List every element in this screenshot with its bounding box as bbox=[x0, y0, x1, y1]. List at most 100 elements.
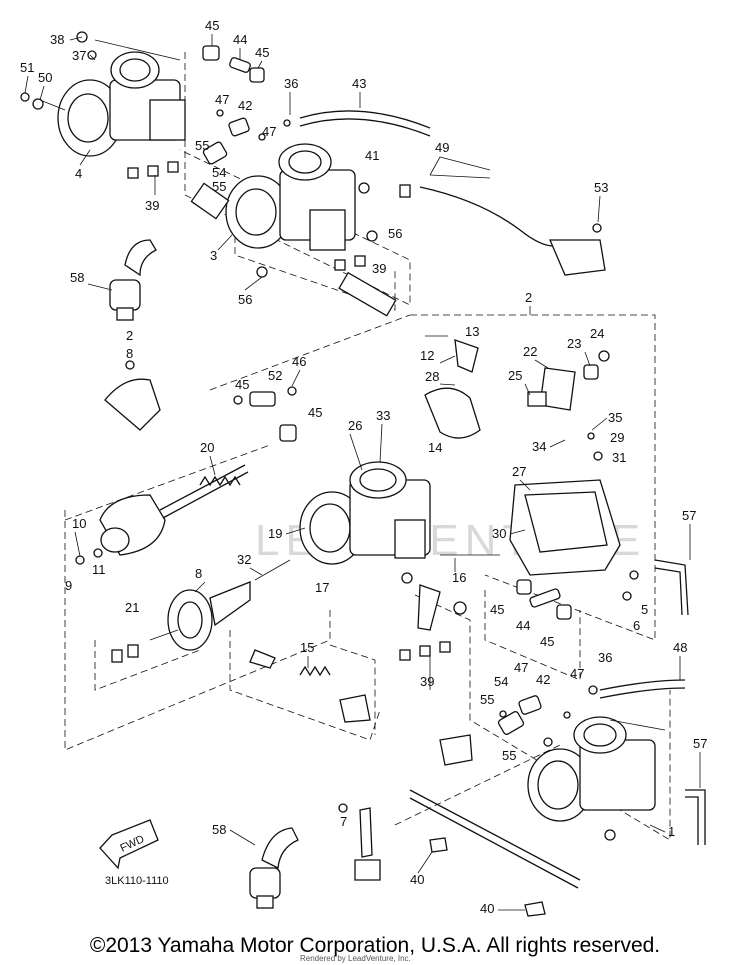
carburetor-upper-middle bbox=[190, 143, 397, 317]
callout-51: 51 bbox=[20, 60, 34, 75]
callout-8: 8 bbox=[126, 346, 133, 361]
carburetor-exploded-diagram: LEADVENTURE bbox=[20, 18, 707, 917]
callout-27: 27 bbox=[512, 464, 526, 479]
callout-36: 36 bbox=[284, 76, 298, 91]
callout-45: 45 bbox=[490, 602, 504, 617]
callout-56: 56 bbox=[238, 292, 252, 307]
hoses-upper bbox=[299, 110, 606, 276]
callout-44: 44 bbox=[233, 32, 247, 47]
intake-joint-lower bbox=[249, 827, 299, 909]
callout-58: 58 bbox=[212, 822, 226, 837]
callout-6: 6 bbox=[633, 618, 640, 633]
callout-2: 2 bbox=[525, 290, 532, 305]
callout-39: 39 bbox=[420, 674, 434, 689]
callout-24: 24 bbox=[590, 326, 604, 341]
callout-40: 40 bbox=[480, 901, 494, 916]
callout-47: 47 bbox=[215, 92, 229, 107]
hoses-57 bbox=[654, 559, 706, 845]
callout-48: 48 bbox=[673, 640, 687, 655]
callout-52: 52 bbox=[268, 368, 282, 383]
callout-55: 55 bbox=[502, 748, 516, 763]
callout-37: 37 bbox=[72, 48, 86, 63]
callout-41: 41 bbox=[365, 148, 379, 163]
intake-joint-upper bbox=[109, 239, 157, 321]
callout-54: 54 bbox=[212, 165, 226, 180]
callout-35: 35 bbox=[608, 410, 622, 425]
callout-46: 46 bbox=[292, 354, 306, 369]
callout-13: 13 bbox=[465, 324, 479, 339]
callout-40: 40 bbox=[410, 872, 424, 887]
callout-30: 30 bbox=[492, 526, 506, 541]
callout-55: 55 bbox=[212, 179, 226, 194]
footer: ©2013 Yamaha Motor Corporation, U.S.A. A… bbox=[0, 930, 750, 965]
fittings-lower-right bbox=[497, 679, 686, 747]
linkage-parts bbox=[233, 335, 610, 461]
callout-19: 19 bbox=[268, 526, 282, 541]
callout-25: 25 bbox=[508, 368, 522, 383]
callout-10: 10 bbox=[72, 516, 86, 531]
callout-2: 2 bbox=[126, 328, 133, 343]
callout-43: 43 bbox=[352, 76, 366, 91]
copyright-notice: ©2013 Yamaha Motor Corporation, U.S.A. A… bbox=[89, 934, 661, 957]
callout-33: 33 bbox=[376, 408, 390, 423]
callout-7: 7 bbox=[340, 814, 347, 829]
callout-17: 17 bbox=[315, 580, 329, 595]
callout-39: 39 bbox=[145, 198, 159, 213]
callout-23: 23 bbox=[567, 336, 581, 351]
callout-42: 42 bbox=[238, 98, 252, 113]
callout-42: 42 bbox=[536, 672, 550, 687]
callout-54: 54 bbox=[494, 674, 508, 689]
callout-56: 56 bbox=[388, 226, 402, 241]
callout-55: 55 bbox=[195, 138, 209, 153]
callout-47: 47 bbox=[514, 660, 528, 675]
carburetor-lower-right bbox=[527, 716, 666, 841]
callout-1: 1 bbox=[668, 824, 675, 839]
callout-21: 21 bbox=[125, 600, 139, 615]
leader-lines bbox=[24, 34, 701, 911]
callout-34: 34 bbox=[532, 439, 546, 454]
callout-14: 14 bbox=[428, 440, 442, 455]
carburetor-center bbox=[299, 461, 431, 565]
callout-3: 3 bbox=[210, 248, 217, 263]
callout-53: 53 bbox=[594, 180, 608, 195]
callout-50: 50 bbox=[38, 70, 52, 85]
callout-38: 38 bbox=[50, 32, 64, 47]
drawing-code: 3LK110-1110 bbox=[105, 875, 169, 887]
callout-4: 4 bbox=[75, 166, 82, 181]
callout-39: 39 bbox=[372, 261, 386, 276]
callout-11: 11 bbox=[92, 562, 106, 577]
fittings-lower bbox=[249, 554, 572, 723]
bracket-assembly bbox=[338, 789, 581, 917]
callout-5: 5 bbox=[641, 602, 648, 617]
callout-45: 45 bbox=[540, 634, 554, 649]
callout-47: 47 bbox=[570, 666, 584, 681]
callout-45: 45 bbox=[308, 405, 322, 420]
callout-49: 49 bbox=[435, 140, 449, 155]
callout-8: 8 bbox=[195, 566, 202, 581]
callout-26: 26 bbox=[348, 418, 362, 433]
callout-47: 47 bbox=[262, 124, 276, 139]
callout-22: 22 bbox=[523, 344, 537, 359]
callout-16: 16 bbox=[452, 570, 466, 585]
callout-12: 12 bbox=[420, 348, 434, 363]
callout-29: 29 bbox=[610, 430, 624, 445]
callout-9: 9 bbox=[65, 578, 72, 593]
callout-57: 57 bbox=[693, 736, 707, 751]
callout-55: 55 bbox=[480, 692, 494, 707]
carburetor-upper-left bbox=[20, 31, 186, 157]
fittings-upper bbox=[127, 45, 411, 271]
front-direction-arrow: FWD bbox=[99, 819, 159, 870]
callout-32: 32 bbox=[237, 552, 251, 567]
callout-44: 44 bbox=[516, 618, 530, 633]
rendered-by-notice: Rendered by LeadVenture, Inc. bbox=[300, 954, 411, 963]
misc-parts bbox=[104, 360, 473, 766]
callout-45: 45 bbox=[255, 45, 269, 60]
callout-31: 31 bbox=[612, 450, 626, 465]
callout-36: 36 bbox=[598, 650, 612, 665]
callout-28: 28 bbox=[425, 369, 439, 384]
callout-45: 45 bbox=[205, 18, 219, 33]
callout-57: 57 bbox=[682, 508, 696, 523]
callout-20: 20 bbox=[200, 440, 214, 455]
callout-labels: 38 37 51 50 4 45 44 45 47 42 47 36 43 55… bbox=[20, 18, 707, 916]
float-chamber bbox=[509, 479, 639, 601]
